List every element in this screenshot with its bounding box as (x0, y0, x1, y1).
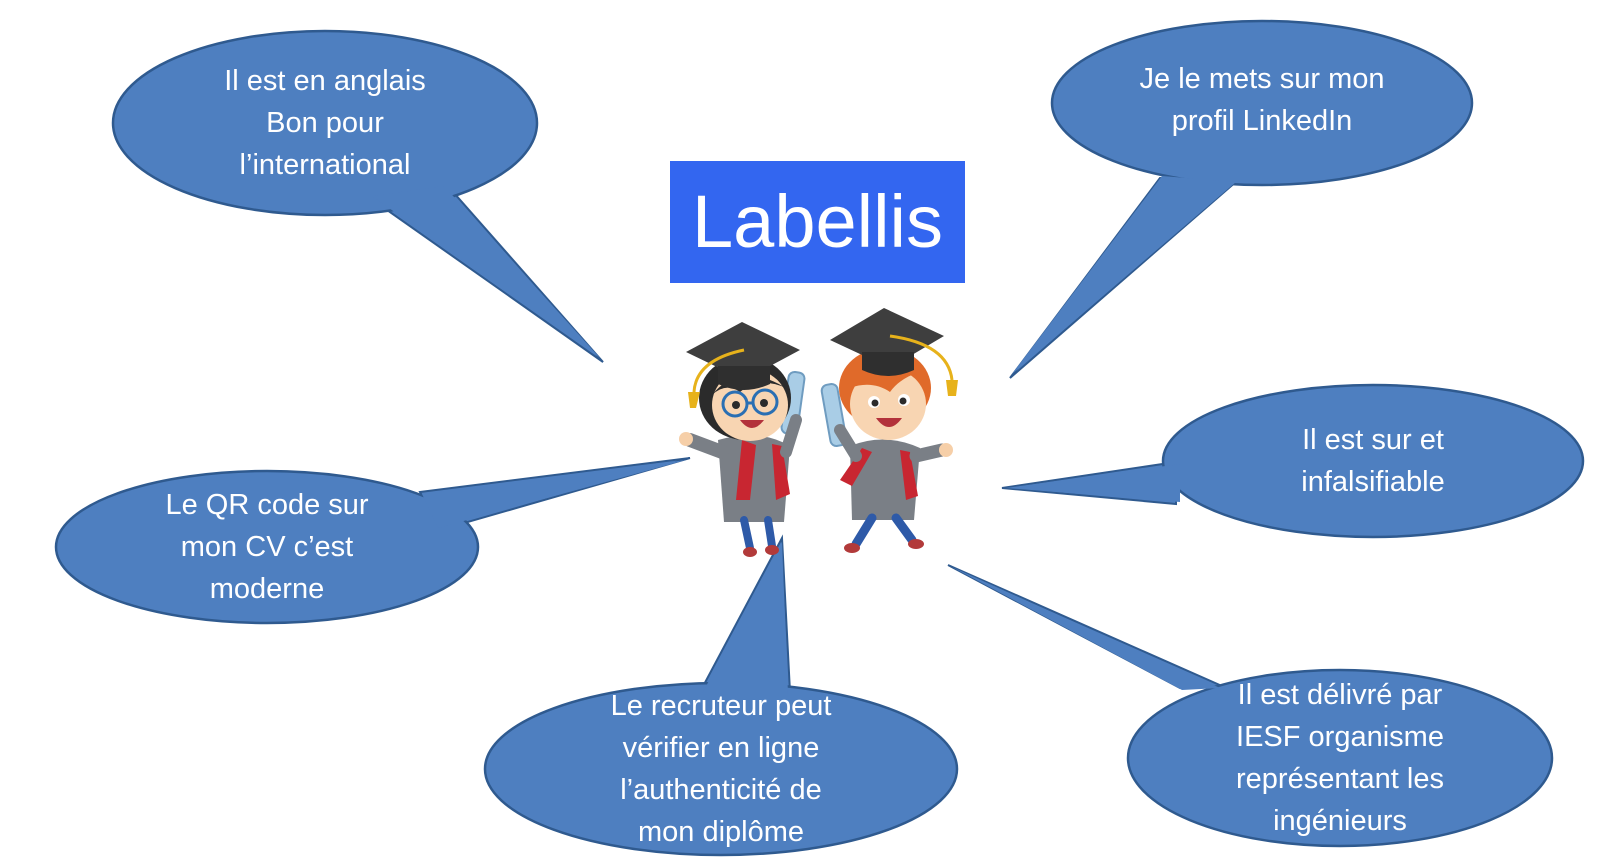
bubble-secure-text: Il est sur et infalsifiable (1301, 419, 1444, 503)
bubble-line: Il est en anglais (224, 65, 426, 97)
bubble-line: représentant les (1236, 763, 1444, 795)
bubble-qr (54, 457, 691, 625)
title: Labellis (692, 180, 943, 263)
bubble-line: Le recruteur peut (610, 690, 832, 722)
bubble-line: mon CV c’est (180, 531, 354, 563)
bubble-line: ingénieurs (1273, 805, 1407, 837)
bubble-line: vérifier en ligne (622, 732, 820, 764)
bubble-line: Il est sur et (1302, 424, 1444, 456)
bubble-line: Le QR code sur (165, 489, 369, 521)
bubble-line: l’international (239, 149, 411, 181)
bubble-linkedin-text: Je le mets sur mon profil LinkedIn (1140, 58, 1385, 142)
bubble-line: Je le mets sur mon (1139, 63, 1385, 95)
bubble-line: Bon pour (266, 107, 384, 139)
bubble-iesf (947, 564, 1554, 848)
bubble-line: Il est délivré par (1237, 679, 1443, 711)
bubble-line: IESF organisme (1236, 721, 1444, 753)
bubble-iesf-text: Il est délivré par IESF organisme représ… (1236, 674, 1444, 842)
graduate-children-illustration (679, 308, 958, 557)
bubble-qr-text: Le QR code sur mon CV c’est moderne (165, 484, 368, 610)
graduate-girl (679, 322, 806, 557)
bubble-line: profil LinkedIn (1171, 105, 1353, 137)
bubble-line: infalsifiable (1301, 466, 1445, 498)
bubble-english-text: Il est en anglais Bon pour l’internation… (224, 60, 426, 186)
bubble-line: l’authenticité de (620, 774, 822, 806)
bubble-line: moderne (209, 573, 325, 605)
bubble-english (111, 29, 604, 363)
bubble-recruiter-text: Le recruteur peut vérifier en ligne l’au… (611, 685, 832, 853)
title-box: Labellis (670, 161, 965, 283)
bubble-line: mon diplôme (637, 816, 805, 848)
bubble-recruiter (483, 534, 959, 857)
bubble-linkedin (1009, 19, 1474, 379)
bubble-secure (1001, 383, 1585, 539)
graduate-boy (820, 308, 958, 553)
